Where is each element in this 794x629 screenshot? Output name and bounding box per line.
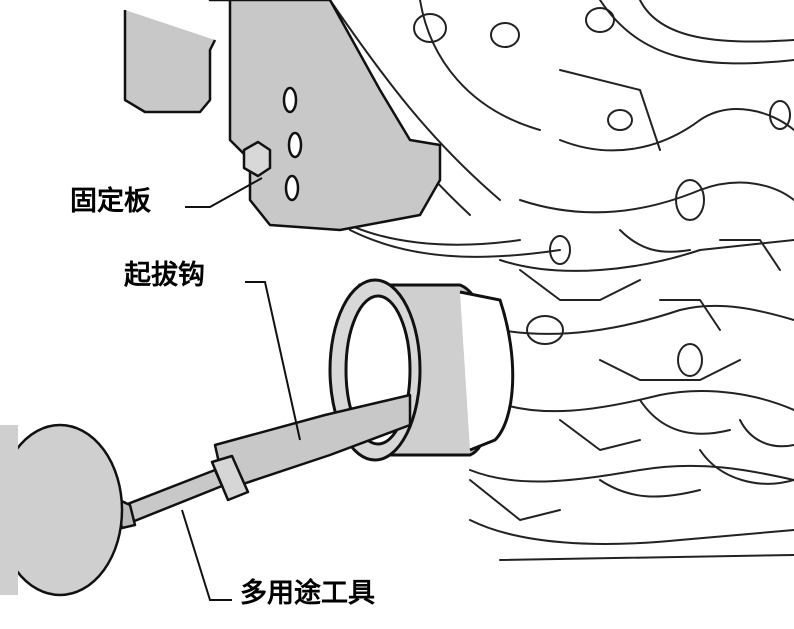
fixing-plate: [123, 0, 442, 232]
engine-housing: [299, 0, 794, 561]
leader-tool: [181, 509, 232, 601]
multi-purpose-tool: [0, 423, 224, 597]
leader-fixing-plate: [185, 177, 263, 208]
label-fixing-plate: 固定板: [70, 186, 151, 217]
leader-lines: [181, 177, 301, 601]
label-multi-purpose-tool: 多用途工具: [240, 578, 375, 609]
leader-puller-hook: [245, 281, 301, 441]
label-puller-hook: 起拔钩: [124, 260, 205, 291]
puller-hook: [210, 393, 412, 502]
